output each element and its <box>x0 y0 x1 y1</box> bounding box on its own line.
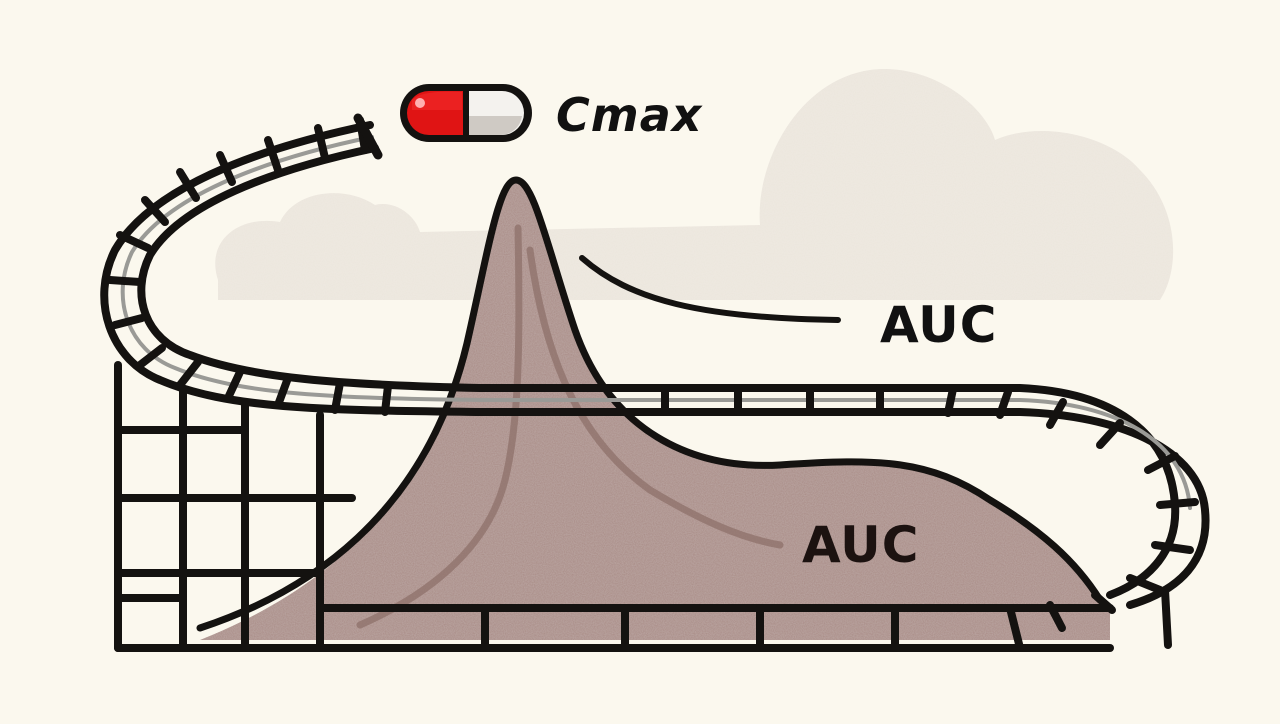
cmax-label: Cmax <box>556 88 703 142</box>
support-scaffold <box>114 361 1172 652</box>
auc-callout-line <box>579 255 841 323</box>
roller-coaster-track <box>100 113 1210 632</box>
auc-inner-label: AUC <box>802 516 920 574</box>
auc-callout-label: AUC <box>880 296 998 354</box>
area-under-curve <box>196 176 1110 640</box>
capsule-icon <box>400 84 532 142</box>
cloud-shape <box>215 69 1174 300</box>
